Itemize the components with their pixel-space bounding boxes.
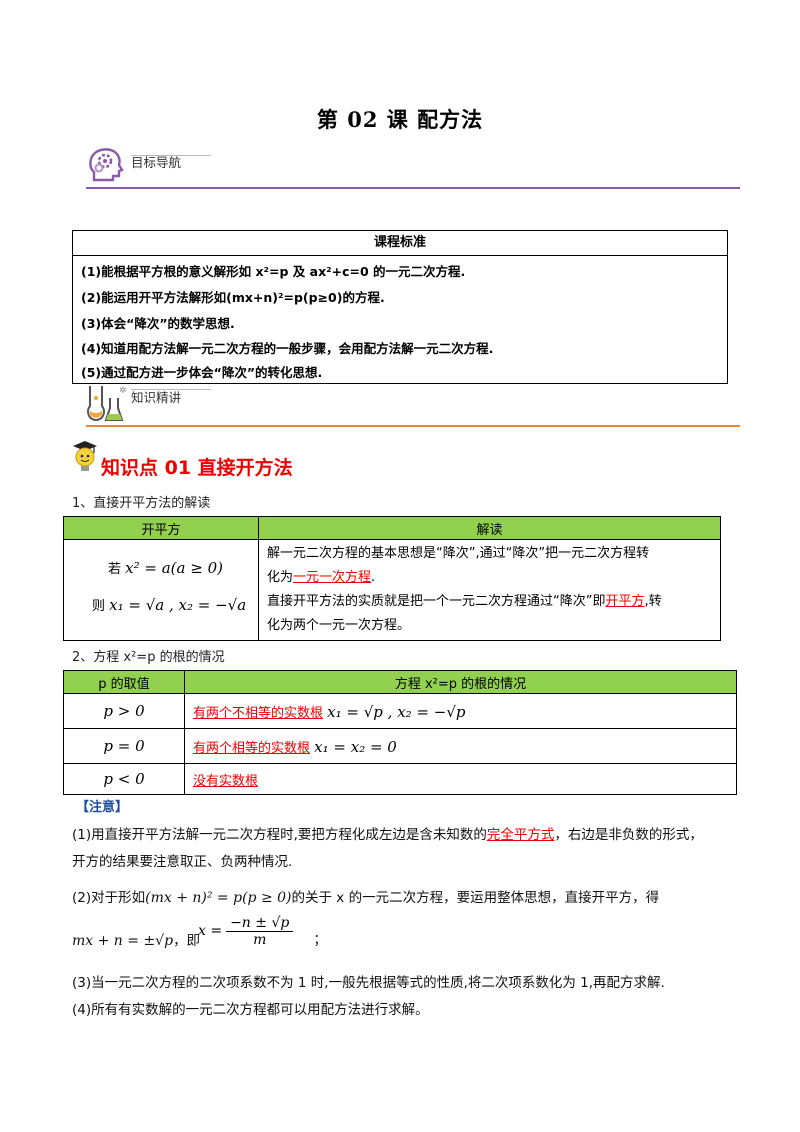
fraction-denominator: m (253, 931, 267, 948)
note-paragraph-4: (4)所有有实数解的一元二次方程都可以用配方法进行求解。 (72, 1002, 429, 1018)
explain-line: 化为一元一次方程. (267, 570, 376, 585)
table-direct-sqrt: 开平方 解读 若 x² = a(a ≥ 0) 则 x₁ = √a , x₂ = … (63, 516, 721, 641)
explain-line: 直接开平方法的实质就是把一个一元二次方程通过“降次”即开平方,转 (267, 594, 662, 609)
subheading-2: 2、方程 x²=p 的根的情况 (72, 650, 225, 665)
cond-cell: p < 0 (63, 763, 185, 795)
table-root-cases: p 的取值 方程 x²=p 的根的情况 p > 0 有两个不相等的实数根 x₁ … (63, 670, 737, 795)
table-header-cell: 开平方 (63, 516, 259, 540)
result-cell: 有两个不相等的实数根 x₁ = √p , x₂ = −√p (184, 693, 737, 729)
explain-line: 化为两个一元一次方程。 (267, 618, 411, 633)
sparkle-icon: ✲ (119, 386, 127, 396)
knowledge-point-title: 知识点 01 直接开方法 (101, 457, 293, 479)
purple-divider (86, 187, 740, 189)
nav-goal-topline (131, 155, 211, 156)
highlight-text: 开平方 (605, 594, 645, 609)
highlight-text: 完全平方式 (486, 827, 555, 843)
note-paragraph-1: (1)用直接开平方法解一元二次方程时,要把方程化成左边是含未知数的完全平方式，右… (72, 827, 703, 843)
result-eq: x₁ = √p , x₂ = −√p (327, 702, 466, 721)
standard-item: (2)能运用开平方法解形如(mx+n)²=p(p≥0)的方程. (81, 290, 385, 305)
note-paragraph-2: (2)对于形如(mx + n)² = p(p ≥ 0)的关于 x 的一元二次方程… (72, 890, 660, 906)
page-title: 第 02 课 配方法 (316, 107, 484, 132)
note-paragraph-1b: 开方的结果要注意取正、负两种情况. (72, 854, 293, 870)
highlight-text: 没有实数根 (193, 773, 259, 789)
standard-item: (4)知道用配方法解一元二次方程的一般步骤，会用配方法解一元二次方程. (81, 341, 494, 356)
orange-divider (86, 425, 740, 427)
cond-cell: p > 0 (63, 693, 185, 729)
standard-item: (5)通过配方进一步体会“降次”的转化思想. (81, 365, 323, 380)
formula-inline: mx + n = ±√p (72, 933, 174, 949)
table-cell-formula: 若 x² = a(a ≥ 0) 则 x₁ = √a , x₂ = −√a (63, 539, 259, 641)
flask-icon (84, 384, 126, 424)
table-row: p > 0 有两个不相等的实数根 x₁ = √p , x₂ = −√p (63, 693, 737, 729)
highlight-text: 有两个不相等的实数根 (193, 705, 324, 721)
note-paragraph-3: (3)当一元二次方程的二次项系数不为 1 时,一般先根据等式的性质,将二次项系数… (72, 975, 665, 991)
table-header-cell: p 的取值 (63, 670, 185, 694)
scholar-bulb-icon (70, 438, 100, 474)
nav-knowledge-topline (131, 389, 211, 390)
cond-cell: p = 0 (63, 728, 185, 764)
standard-item: (1)能根据平方根的意义解形如 x²=p 及 ax²+c=0 的一元二次方程. (81, 264, 466, 279)
brain-gear-icon (86, 146, 126, 186)
note-heading: 【注意】 (76, 800, 129, 815)
formula-inline: (mx + n)² = p(p ≥ 0) (145, 890, 292, 906)
table-header-cell: 解读 (258, 516, 721, 540)
table-header-row: 开平方 解读 (63, 516, 721, 540)
highlight-text: 一元一次方程 (293, 570, 372, 585)
fraction-numerator: −n ± √p (226, 915, 294, 932)
subheading-1: 1、直接开平方法的解读 (72, 496, 211, 511)
formula-if: 若 (108, 562, 122, 577)
fraction-formula: x = −n ± √p m ； (198, 914, 327, 949)
course-standards-box: 课程标准 (1)能根据平方根的意义解形如 x²=p 及 ax²+c=0 的一元二… (72, 230, 728, 384)
formula-eq2: x₁ = √a , x₂ = −√a (109, 596, 247, 614)
table-row: 若 x² = a(a ≥ 0) 则 x₁ = √a , x₂ = −√a 解一元… (63, 539, 721, 641)
formula-then: 则 (92, 599, 106, 614)
table-header-cell: 方程 x²=p 的根的情况 (184, 670, 737, 694)
standards-heading: 课程标准 (73, 231, 727, 256)
nav-goal-label: 目标导航 (131, 155, 182, 170)
table-row: p = 0 有两个相等的实数根 x₁ = x₂ = 0 (63, 728, 737, 764)
result-cell: 没有实数根 (184, 763, 737, 795)
table-cell-explain: 解一元二次方程的基本思想是“降次”,通过“降次”把一元二次方程转 化为一元一次方… (258, 539, 721, 641)
table-header-row: p 的取值 方程 x²=p 的根的情况 (63, 670, 737, 694)
explain-line: 解一元二次方程的基本思想是“降次”,通过“降次”把一元二次方程转 (267, 546, 650, 561)
result-cell: 有两个相等的实数根 x₁ = x₂ = 0 (184, 728, 737, 764)
note-paragraph-2b: mx + n = ±√p，即 (72, 933, 201, 949)
result-eq: x₁ = x₂ = 0 (314, 737, 397, 756)
formula-eq1: x² = a(a ≥ 0) (125, 559, 223, 577)
nav-knowledge-label: 知识精讲 (131, 390, 182, 405)
standard-item: (3)体会“降次”的数学思想. (81, 316, 235, 331)
highlight-text: 有两个相等的实数根 (193, 740, 311, 756)
table-row: p < 0 没有实数根 (63, 763, 737, 795)
